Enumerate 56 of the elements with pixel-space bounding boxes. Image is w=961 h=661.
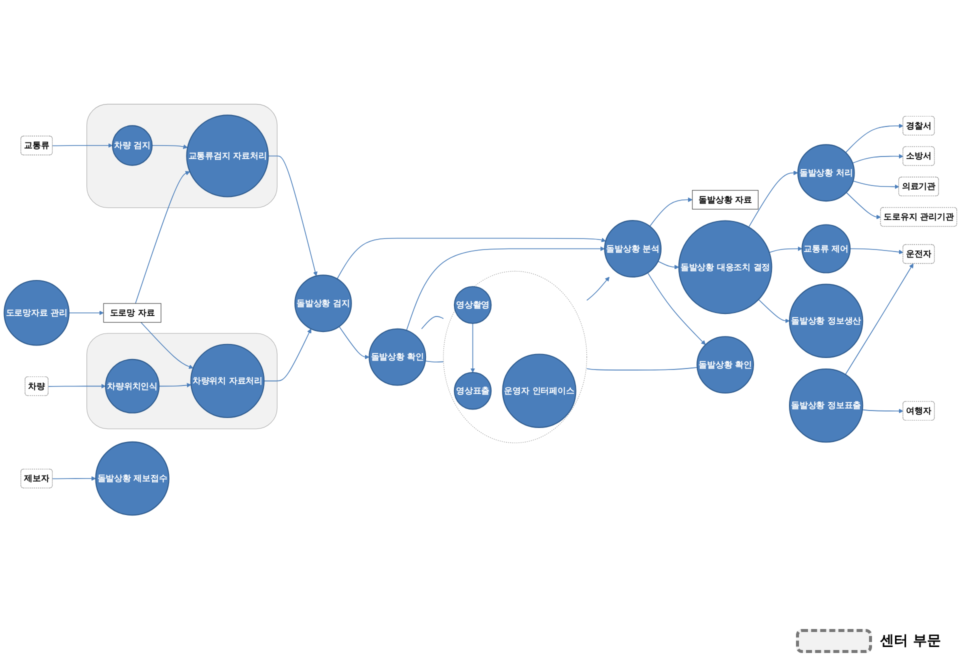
node-circle	[454, 286, 492, 324]
arrow	[135, 171, 190, 304]
node-circle	[802, 224, 851, 274]
node-box	[103, 304, 162, 323]
node-circle	[788, 284, 864, 358]
arrow	[845, 124, 904, 154]
node-circle	[454, 372, 492, 410]
node-circle	[788, 368, 864, 444]
arrow	[649, 198, 693, 228]
arrow	[140, 322, 194, 370]
node-box	[692, 190, 758, 210]
node-circle	[797, 144, 855, 202]
node-circle	[112, 126, 153, 166]
connector	[425, 360, 444, 363]
arrow	[758, 299, 790, 324]
arrow	[406, 246, 605, 332]
legend-label: 센터 부문	[880, 632, 941, 650]
node-circle	[678, 220, 772, 314]
arrow	[268, 156, 318, 277]
arrow	[768, 246, 802, 254]
cluster	[86, 333, 278, 430]
arrow	[338, 326, 370, 360]
arrow	[68, 310, 104, 316]
node-circle	[105, 359, 160, 414]
arrow	[470, 323, 476, 374]
connector	[586, 367, 698, 371]
arrow	[152, 144, 188, 150]
node-circle	[4, 280, 70, 346]
node-circle	[186, 115, 269, 198]
arrow	[48, 384, 106, 389]
node-circle	[368, 328, 426, 386]
arrow	[846, 192, 881, 220]
arrow	[158, 383, 192, 388]
node-circle	[502, 354, 576, 428]
flowchart-diagram: 영상촬영 영상표출 운영자 인터페이스 제보자 돌발상황 제보접수 도로망자료 관리 도로망 자료 교통류 차량 검지 교통류검지 자료처리 차량 차량위치인식 차량위치 자료처리 돌발상황 검지 돌발상황 자료 돌발상황 분석 돌발상황 대응조치 결정 돌발상황 확인 돌발상황 확인 돌발상황 처리 교통류 제어 돌발상황 정보생산 돌발상황 정보표출 경찰서 소방서 의료기관 도로유지 관리기관 운전자 여행자	[0, 100, 961, 520]
node-circle	[604, 220, 662, 278]
arrow	[647, 272, 706, 346]
arrow	[862, 409, 904, 414]
arrow	[336, 238, 606, 280]
node-circle	[294, 275, 352, 332]
arrow	[586, 277, 610, 302]
arrow	[845, 264, 914, 376]
cluster	[86, 104, 278, 208]
arrow	[264, 328, 312, 382]
arrow	[852, 154, 904, 164]
arrow	[52, 144, 113, 148]
arrow	[850, 248, 904, 255]
connector	[421, 316, 444, 330]
arrow	[52, 476, 96, 482]
arrow	[748, 170, 798, 228]
arrow	[852, 180, 900, 190]
node-circle	[190, 344, 265, 418]
node-circle	[95, 442, 170, 516]
cluster	[443, 271, 588, 444]
arrow	[658, 261, 680, 270]
node-circle	[696, 336, 754, 394]
